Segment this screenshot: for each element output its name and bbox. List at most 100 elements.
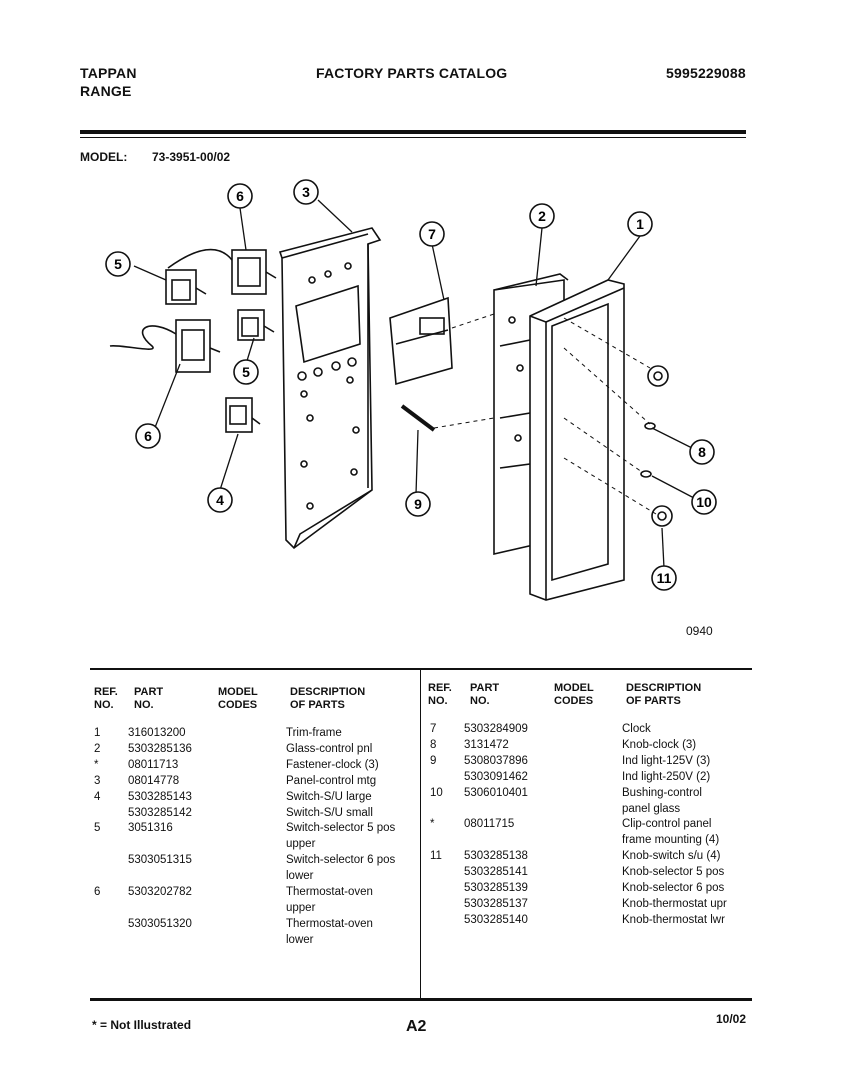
part-number: 5308037896 xyxy=(464,754,528,767)
part-description: Switch-S/U small xyxy=(286,806,373,819)
svg-text:9: 9 xyxy=(414,496,422,512)
table-row: 5303051315 Switch-selector 6 pos xyxy=(90,853,420,869)
part-number: 5303285138 xyxy=(464,850,528,863)
svg-text:1: 1 xyxy=(636,216,644,232)
switch-selector-upper xyxy=(165,269,207,305)
table-row: upper xyxy=(90,901,420,917)
part-description: Switch-S/U large xyxy=(286,790,372,803)
part-description: Knob-selector 5 pos xyxy=(622,866,725,879)
part-number: 3131472 xyxy=(464,738,509,751)
svg-text:6: 6 xyxy=(144,428,152,444)
svg-text:6: 6 xyxy=(236,188,244,204)
infinite-switch xyxy=(225,397,261,433)
part-description: Thermostat-oven xyxy=(286,917,373,930)
part-description: Switch-selector 6 pos xyxy=(286,854,396,867)
header-ref-left: REF. NO. xyxy=(94,686,118,711)
parts-table-left: REF. NO. PART NO. MODEL CODES DESCRIPTIO… xyxy=(90,682,420,982)
table-mid-divider xyxy=(420,668,421,998)
ref-number: 4 xyxy=(94,790,101,803)
revision-date: 10/02 xyxy=(716,1012,747,1026)
part-description: Knob-thermostat upr xyxy=(622,897,727,910)
part-number: 3051316 xyxy=(128,822,173,835)
catalog-title: FACTORY PARTS CATALOG xyxy=(316,65,508,81)
ref-number: 7 xyxy=(430,723,437,735)
ref-number: * xyxy=(94,758,99,771)
knob-bushing xyxy=(644,422,656,430)
part-description: Knob-clock (3) xyxy=(622,738,697,751)
part-description: lower xyxy=(286,933,314,946)
part-description: lower xyxy=(286,870,314,883)
callout-7: 7 xyxy=(419,221,445,247)
header-model-right: MODEL CODES xyxy=(554,682,594,707)
knob-clock xyxy=(647,365,669,387)
header-model-left: MODEL CODES xyxy=(218,686,258,711)
ref-number: 2 xyxy=(94,742,101,755)
ref-number: * xyxy=(430,818,435,831)
callout-5: 5 xyxy=(105,251,131,277)
not-illustrated-note: * = Not Illustrated xyxy=(92,1018,192,1032)
svg-text:5: 5 xyxy=(242,364,250,380)
callout-4: 4 xyxy=(207,487,233,513)
ref-number: 5 xyxy=(94,822,101,835)
part-description: Panel-control mtg xyxy=(286,774,377,787)
part-description: frame mounting (4) xyxy=(622,834,720,847)
table-row: upper xyxy=(90,837,420,853)
part-number: 5303285136 xyxy=(128,742,192,755)
part-number: 5303285142 xyxy=(128,806,192,819)
table-top-rule xyxy=(90,668,752,670)
part-number: 5303051315 xyxy=(128,854,192,867)
table-bottom-rule xyxy=(90,998,752,1001)
svg-text:3: 3 xyxy=(302,184,310,200)
header-desc-left: DESCRIPTION OF PARTS xyxy=(290,686,366,711)
header-ref-right: REF. NO. xyxy=(428,682,452,707)
svg-text:11: 11 xyxy=(657,570,672,586)
parts-table-right: REF. NO. PART NO. MODEL CODES DESCRIPTIO… xyxy=(426,678,756,978)
part-number: 5303284909 xyxy=(464,723,528,735)
callout-6: 6 xyxy=(135,423,161,449)
part-description: Clip-control panel xyxy=(622,818,712,831)
part-description: Knob-thermostat lwr xyxy=(622,913,725,926)
part-number: 5303285139 xyxy=(464,882,528,894)
part-description: Fastener-clock (3) xyxy=(286,758,379,771)
callout-5: 5 xyxy=(233,359,259,385)
knob-switch xyxy=(651,505,673,527)
bushing-control xyxy=(640,470,652,478)
part-description: Thermostat-oven xyxy=(286,886,373,898)
ref-number: 3 xyxy=(94,774,101,787)
catalog-number: 5995229088 xyxy=(666,65,746,81)
part-number: 5303285140 xyxy=(464,913,528,926)
page-number: A2 xyxy=(406,1018,427,1035)
header-rule-thick xyxy=(80,130,746,134)
part-number: 5303285143 xyxy=(128,790,192,803)
switch-selector-lower xyxy=(237,309,275,341)
callout-3: 3 xyxy=(293,179,319,205)
part-number: 5306010401 xyxy=(464,786,528,799)
indicator-light xyxy=(400,404,436,432)
trim-frame xyxy=(529,279,625,601)
callout-6: 6 xyxy=(227,183,253,209)
header-part-left: PART NO. xyxy=(134,686,164,711)
callout-1: 1 xyxy=(627,211,653,237)
part-description: Ind light-250V (2) xyxy=(622,770,711,783)
svg-text:7: 7 xyxy=(428,226,436,242)
table-row: 5303285140 Knob-thermostat lwr xyxy=(426,913,756,929)
diagram-code: 0940 xyxy=(686,624,713,638)
header-rule-thin xyxy=(80,137,746,138)
callout-8: 8 xyxy=(689,439,715,465)
part-description: Trim-frame xyxy=(286,727,342,739)
svg-text:8: 8 xyxy=(698,444,706,460)
thermostat-upper xyxy=(167,248,277,295)
